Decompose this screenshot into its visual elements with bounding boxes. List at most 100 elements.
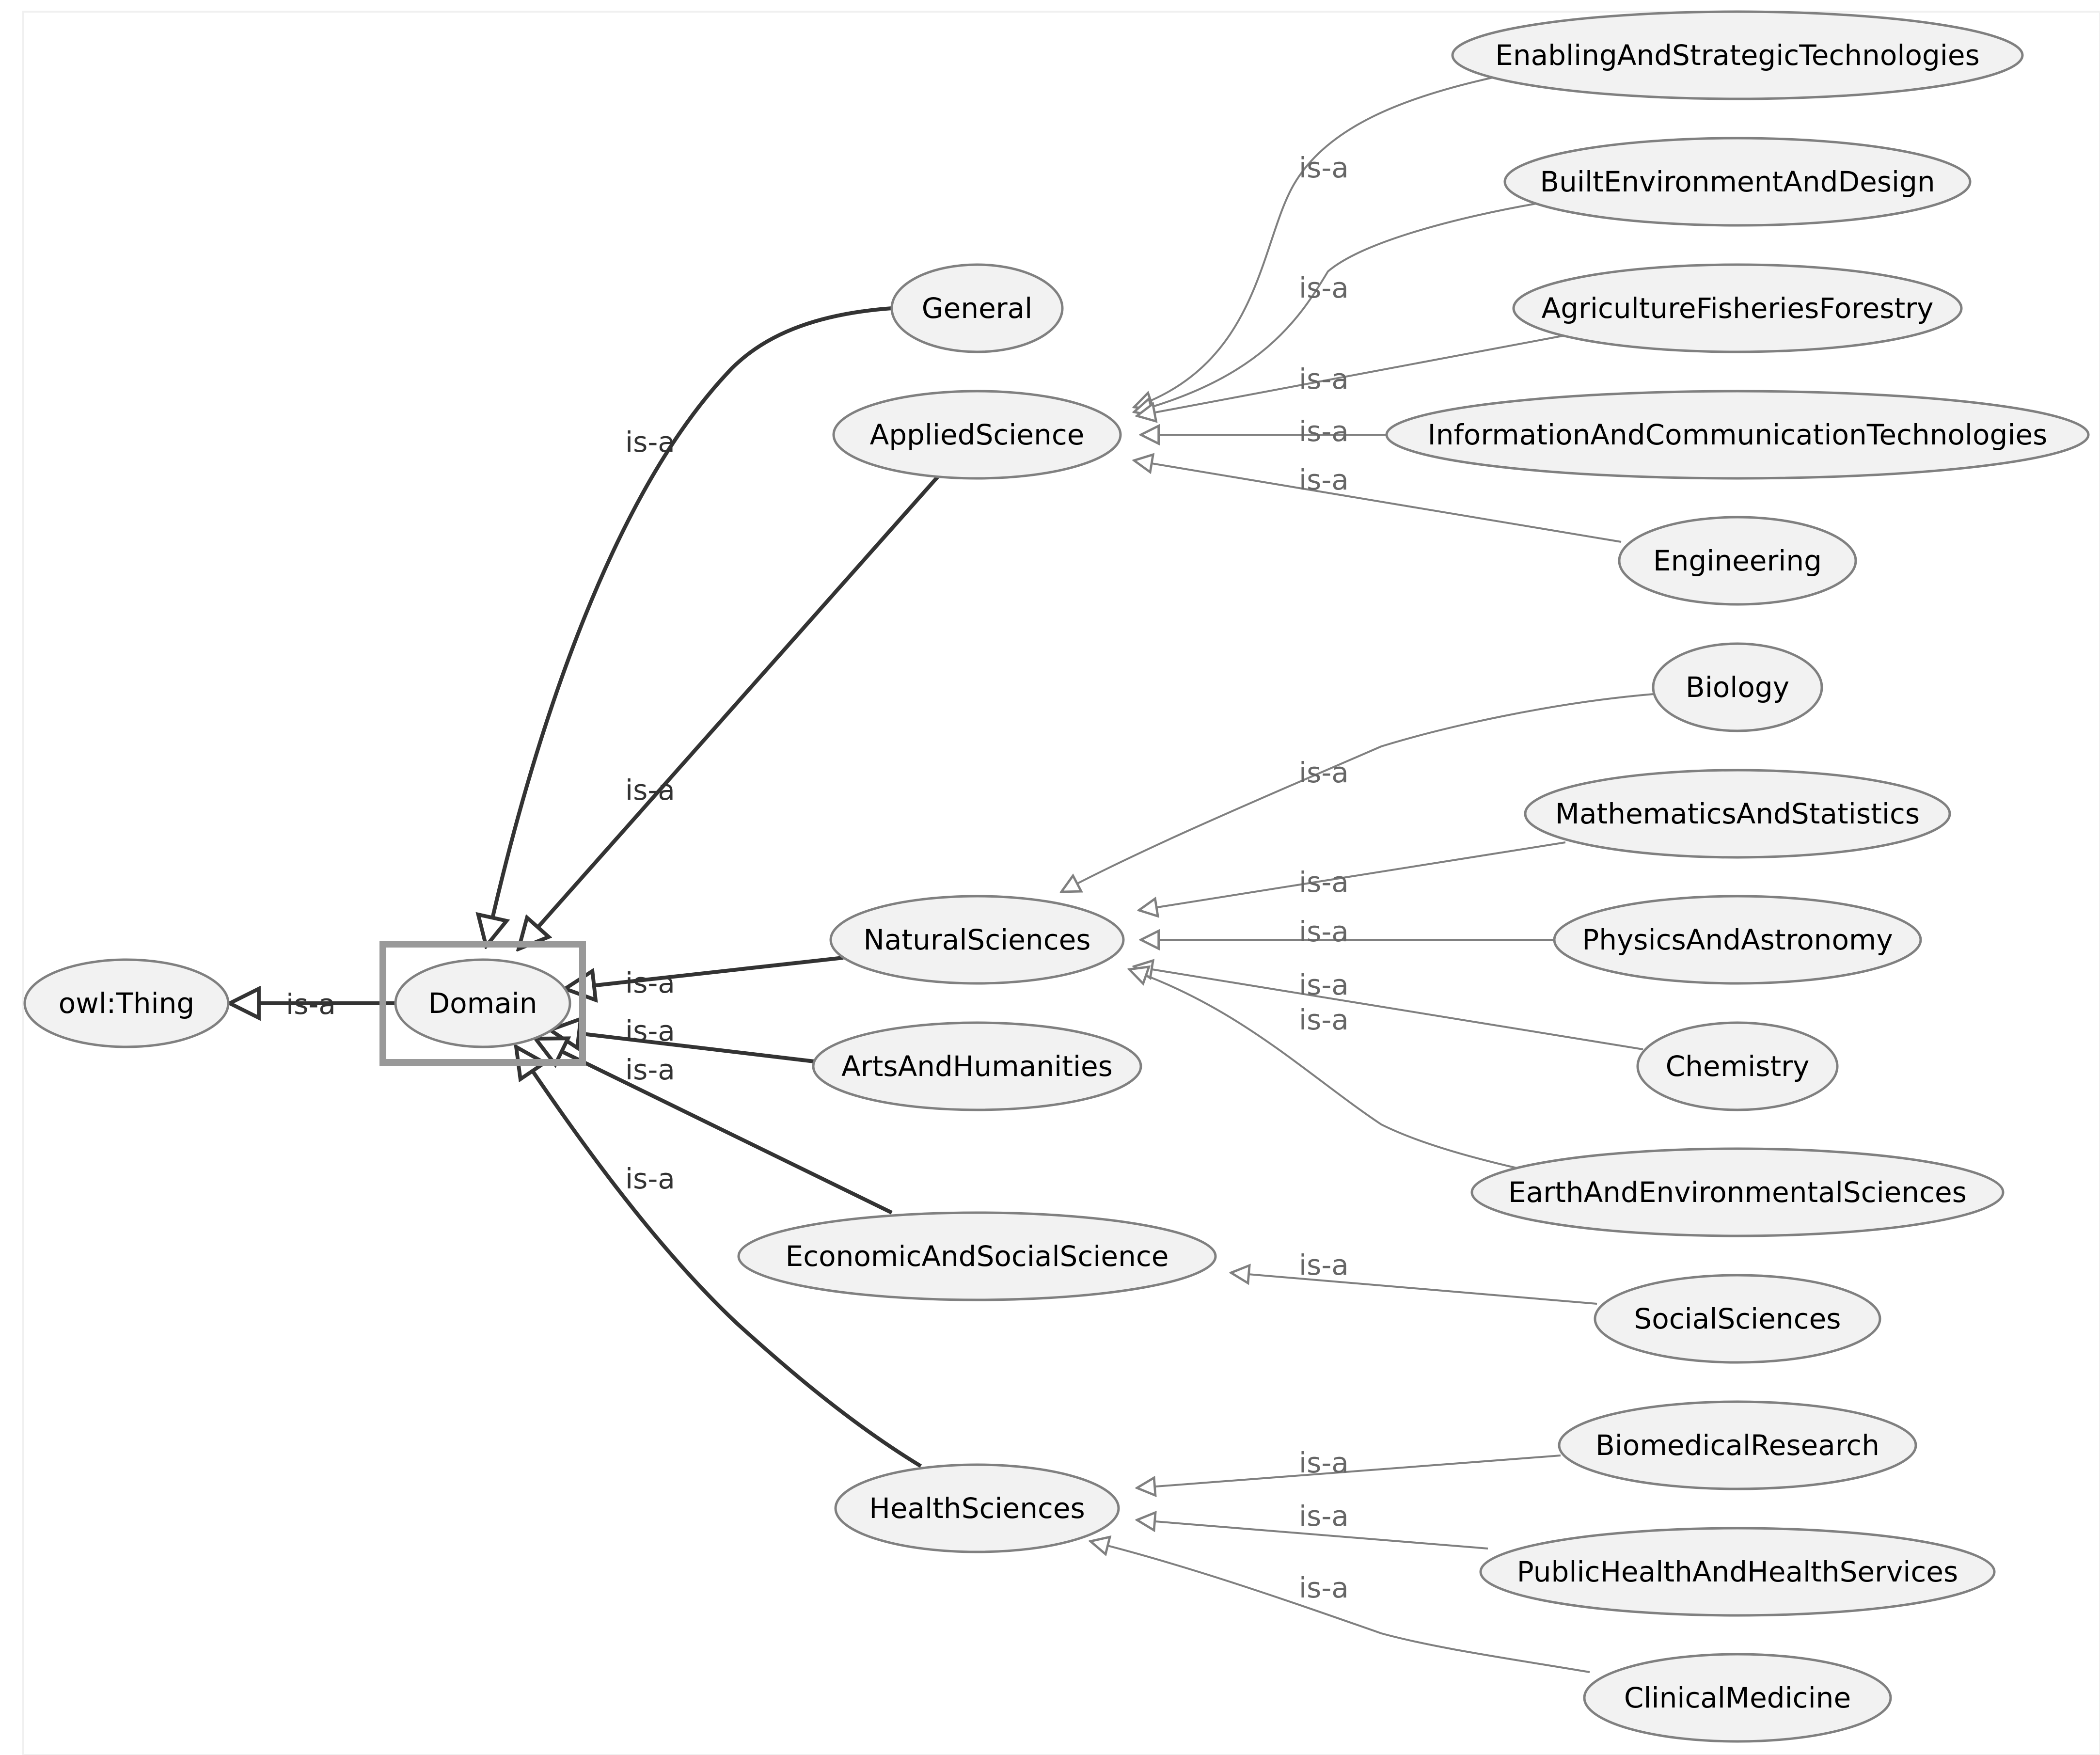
edge-biology-natural-sciences[interactable]: is-a: [1061, 693, 1654, 892]
edge-line: [1134, 77, 1493, 407]
node-physics-and-astronomy[interactable]: PhysicsAndAstronomy: [1553, 895, 1922, 985]
node-label: Domain: [428, 987, 537, 1020]
node-information-and-communication-technologies[interactable]: InformationAndCommunicationTechnologies: [1385, 390, 2090, 480]
node-label: PublicHealthAndHealthServices: [1517, 1555, 1958, 1588]
edge-label: is-a: [1299, 151, 1349, 184]
node-ellipse: [1652, 642, 1823, 732]
node-earth-and-environmental-sciences[interactable]: EarthAndEnvironmentalSciences: [1470, 1147, 2005, 1237]
edge-label: is-a: [625, 774, 675, 806]
edge-line: [1137, 1455, 1561, 1488]
edge-physics-and-astronomy-natural-sciences[interactable]: is-a: [1141, 915, 1554, 948]
edge-built-environment-and-design-applied-science[interactable]: is-a: [1134, 203, 1537, 412]
node-ellipse: [394, 958, 571, 1048]
node-enabling-and-strategic-technologies[interactable]: EnablingAndStrategicTechnologies: [1451, 10, 2024, 100]
edge-chemistry-natural-sciences[interactable]: is-a: [1134, 966, 1643, 1050]
node-ellipse: [1558, 1400, 1917, 1490]
node-ellipse: [1479, 1527, 1996, 1617]
edge-public-health-and-health-services-health-sciences[interactable]: is-a: [1137, 1500, 1488, 1549]
edge-earth-and-environmental-sciences-natural-sciences[interactable]: is-a: [1129, 969, 1517, 1169]
edge-label: is-a: [1299, 968, 1349, 1001]
edge-label: is-a: [1299, 1003, 1349, 1036]
node-economic-and-social-science[interactable]: EconomicAndSocialScience: [737, 1211, 1217, 1301]
node-general[interactable]: General: [890, 263, 1064, 353]
edge-label: is-a: [625, 1162, 675, 1195]
node-ellipse: [1451, 10, 2024, 100]
edge-label: is-a: [625, 1014, 675, 1047]
edge-applied-science-domain[interactable]: is-a: [519, 473, 942, 949]
edge-line: [486, 306, 892, 946]
edge-line: [1134, 203, 1537, 412]
edge-biomedical-research-health-sciences[interactable]: is-a: [1137, 1446, 1561, 1488]
edge-line: [536, 1039, 893, 1215]
edge-label: is-a: [1299, 866, 1349, 899]
node-biology[interactable]: Biology: [1652, 642, 1823, 732]
node-built-environment-and-design[interactable]: BuiltEnvironmentAndDesign: [1503, 137, 1972, 227]
edge-general-domain[interactable]: is-a: [486, 306, 892, 946]
selection-box: [379, 941, 586, 1066]
node-chemistry[interactable]: Chemistry: [1636, 1021, 1839, 1111]
canvas-frame: [22, 11, 2100, 1755]
edge-line: [550, 1030, 815, 1063]
node-engineering[interactable]: Engineering: [1618, 516, 1857, 606]
node-owl-thing[interactable]: owl:Thing: [23, 958, 230, 1048]
node-ellipse: [829, 895, 1125, 985]
edge-enabling-and-strategic-technologies-applied-science[interactable]: is-a: [1134, 77, 1493, 407]
edge-line: [1231, 1273, 1597, 1305]
edge-line: [1061, 693, 1654, 892]
node-ellipse: [890, 263, 1064, 353]
edge-health-sciences-domain[interactable]: is-a: [516, 1047, 922, 1468]
node-ellipse: [832, 390, 1122, 480]
edge-label: is-a: [625, 426, 675, 459]
node-label: AppliedScience: [870, 418, 1085, 451]
edge-mathematics-and-statistics-natural-sciences[interactable]: is-a: [1139, 841, 1566, 910]
edge-line: [1137, 333, 1571, 416]
node-label: Chemistry: [1666, 1050, 1810, 1083]
node-label: General: [922, 292, 1033, 325]
node-domain[interactable]: Domain: [379, 941, 586, 1066]
edge-economic-and-social-science-domain[interactable]: is-a: [536, 1039, 893, 1215]
node-mathematics-and-statistics[interactable]: MathematicsAndStatistics: [1524, 769, 1951, 859]
node-label: BiomedicalResearch: [1595, 1429, 1879, 1462]
edge-label: is-a: [625, 1053, 675, 1086]
node-label: Biology: [1686, 671, 1789, 704]
node-clinical-medicine[interactable]: ClinicalMedicine: [1583, 1653, 1892, 1743]
node-agriculture-fisheries-forestry[interactable]: AgricultureFisheriesForestry: [1512, 263, 1963, 353]
node-label: PhysicsAndAstronomy: [1582, 923, 1893, 956]
node-label: SocialSciences: [1634, 1302, 1841, 1335]
edge-line: [1139, 841, 1566, 910]
edges-layer: is-ais-ais-ais-ais-ais-ais-ais-ais-ais-a…: [230, 77, 1654, 1673]
edge-agriculture-fisheries-forestry-applied-science[interactable]: is-a: [1137, 333, 1571, 416]
node-ellipse: [1636, 1021, 1839, 1111]
edge-arts-and-humanities-domain[interactable]: is-a: [550, 1014, 815, 1063]
edge-line: [1129, 969, 1517, 1169]
node-label: MathematicsAndStatistics: [1555, 797, 1920, 830]
node-ellipse: [812, 1021, 1142, 1111]
edge-clinical-medicine-health-sciences[interactable]: is-a: [1090, 1541, 1590, 1673]
node-label: ArtsAndHumanities: [841, 1050, 1113, 1083]
edge-label: is-a: [1299, 1249, 1349, 1281]
node-health-sciences[interactable]: HealthSciences: [834, 1463, 1120, 1553]
node-public-health-and-health-services[interactable]: PublicHealthAndHealthServices: [1479, 1527, 1996, 1617]
edge-line: [1090, 1541, 1590, 1673]
edge-label: is-a: [1299, 1446, 1349, 1479]
edge-domain-owl-thing[interactable]: is-a: [230, 988, 395, 1021]
node-label: HealthSciences: [869, 1492, 1085, 1525]
edge-information-and-communication-technologies-applied-science[interactable]: is-a: [1141, 415, 1386, 448]
node-ellipse: [1553, 895, 1922, 985]
node-label: AgricultureFisheriesForestry: [1542, 292, 1934, 325]
edge-label: is-a: [1299, 1500, 1349, 1533]
node-social-sciences[interactable]: SocialSciences: [1594, 1274, 1881, 1364]
node-biomedical-research[interactable]: BiomedicalResearch: [1558, 1400, 1917, 1490]
node-arts-and-humanities[interactable]: ArtsAndHumanities: [812, 1021, 1142, 1111]
edge-engineering-applied-science[interactable]: is-a: [1134, 460, 1622, 543]
node-natural-sciences[interactable]: NaturalSciences: [829, 895, 1125, 985]
node-applied-science[interactable]: AppliedScience: [832, 390, 1122, 480]
edge-label: is-a: [625, 966, 675, 999]
nodes-layer: owl:Thing Domain GeneralAppliedScienceNatu…: [23, 10, 2090, 1743]
edge-natural-sciences-domain[interactable]: is-a: [565, 956, 844, 999]
edge-line: [565, 956, 844, 989]
edge-social-sciences-economic-and-social-science[interactable]: is-a: [1231, 1249, 1597, 1305]
edge-label: is-a: [1299, 363, 1349, 395]
